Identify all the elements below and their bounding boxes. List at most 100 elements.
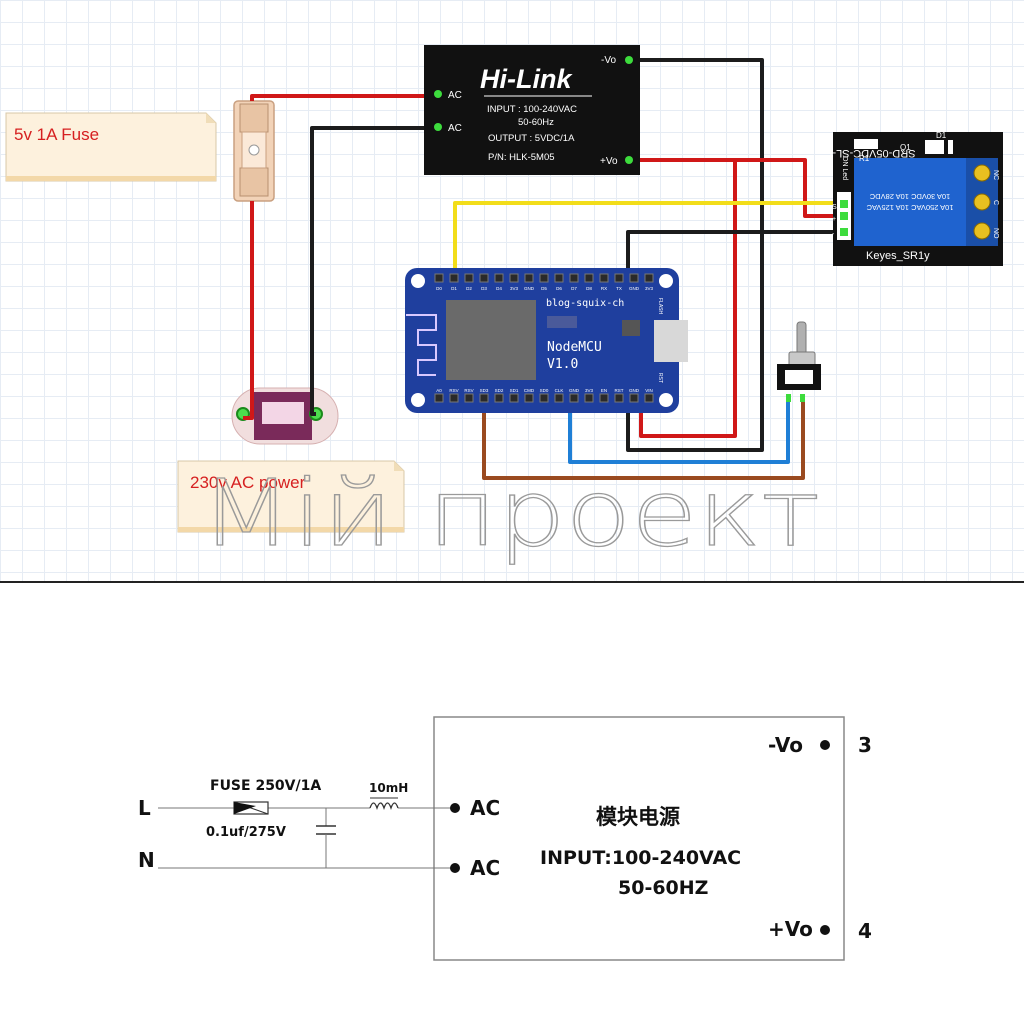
nodemcu-pin-label: RSV [464, 388, 473, 393]
relay-pin-plus: + [832, 216, 836, 223]
nodemcu-pin-a0[interactable] [434, 393, 444, 403]
wire-fuse-to-ac1[interactable] [250, 94, 438, 101]
nodemcu-pin-3v3[interactable] [584, 393, 594, 403]
module-box[interactable] [433, 716, 845, 961]
fuse-note-text: 5v 1A Fuse [14, 125, 99, 144]
nodemcu-flash: FLASH [657, 298, 663, 315]
module-freq: 50-60HZ [618, 877, 708, 899]
ac-power-note-text: 230v AC power [190, 473, 306, 492]
neg-label: -Vo [768, 733, 803, 757]
ac1-terminal[interactable] [450, 803, 460, 813]
nodemcu-pin-gnd[interactable] [524, 273, 534, 283]
capacitor-symbol [316, 808, 336, 868]
hilink-freq: 50-60Hz [518, 117, 554, 128]
nodemcu-pin-label: GND [629, 388, 640, 393]
nodemcu-rst: RST [657, 373, 663, 383]
hilink-pin-ac1-label: AC [448, 90, 462, 101]
ac-power-note[interactable]: 230v AC power [177, 460, 405, 533]
antenna-trace [406, 314, 437, 376]
nodemcu-pin-label: GND [629, 286, 640, 291]
relay-module[interactable]: R1 D1 Q1 SRD-05VDC-SL-C 10A 30VDC 10A 28… [824, 131, 1003, 266]
nodemcu-pin-label: D1 [451, 286, 457, 291]
nodemcu-pin-sd0[interactable] [539, 393, 549, 403]
wire-vplus-to-relay[interactable] [735, 158, 840, 218]
hilink-module[interactable]: Hi-Link INPUT : 100-240VAC 50-60Hz OUTPU… [424, 45, 640, 175]
module-title: 模块电源 [596, 805, 680, 829]
pos-terminal[interactable] [820, 925, 830, 935]
nodemcu-pin-tx[interactable] [614, 273, 624, 283]
fuse-holder[interactable] [233, 100, 275, 202]
hilink-pin-ac2[interactable] [434, 123, 442, 131]
hilink-logo: Hi-Link [480, 64, 573, 94]
nodemcu-pin-label: D2 [466, 286, 472, 291]
neutral-label: N [138, 848, 155, 872]
nodemcu-pin-d6[interactable] [554, 273, 564, 283]
nodemcu-pin-gnd[interactable] [629, 393, 639, 403]
nodemcu-pin-gnd[interactable] [629, 273, 639, 283]
relay-term-no: NO [992, 228, 999, 239]
nodemcu-pin-sd1[interactable] [509, 393, 519, 403]
neg-terminal[interactable] [820, 740, 830, 750]
nodemcu-pin-rst[interactable] [614, 393, 624, 403]
wire-switch-gnd[interactable] [568, 398, 790, 464]
line-label: L [138, 796, 151, 820]
nodemcu-pin-rsv[interactable] [464, 393, 474, 403]
nodemcu-pin-label: 3V3 [585, 388, 594, 393]
wire-ground-bus[interactable] [626, 58, 764, 452]
nodemcu-pin-label: VIN [645, 388, 653, 393]
nodemcu-pin-label: D7 [571, 286, 577, 291]
relay-spec2: 10A 30VDC 10A 28VDC [869, 192, 950, 201]
pin4-label: 4 [858, 919, 872, 943]
nodemcu-pin-cmd[interactable] [524, 393, 534, 403]
nodemcu-pin-d3[interactable] [479, 273, 489, 283]
wire-gnd-to-relay[interactable] [626, 230, 840, 278]
nodemcu-pin-d8[interactable] [584, 273, 594, 283]
nodemcu-pin-label: D6 [556, 286, 562, 291]
nodemcu-pin-label: D5 [541, 286, 547, 291]
ac2-terminal[interactable] [450, 863, 460, 873]
hilink-pin-ac1[interactable] [434, 90, 442, 98]
usb-port[interactable] [654, 320, 688, 362]
toggle-switch[interactable] [777, 321, 821, 402]
wire-switch-sd3[interactable] [482, 398, 805, 480]
nodemcu-pin-vin[interactable] [644, 393, 654, 403]
relay-q1: Q1 [900, 143, 911, 152]
nodemcu-pin-en[interactable] [599, 393, 609, 403]
wire-fuse-to-power[interactable] [243, 201, 254, 420]
nodemcu-pin-label: SD0 [540, 388, 549, 393]
nodemcu-pin-label: GND [569, 388, 580, 393]
nodemcu-pin-d7[interactable] [569, 273, 579, 283]
wire-signal-d1[interactable] [453, 201, 840, 278]
hilink-pin-pos[interactable] [625, 156, 633, 164]
nodemcu-pin-d5[interactable] [539, 273, 549, 283]
nodemcu-pin-d0[interactable] [434, 273, 444, 283]
nodemcu-pin-clk[interactable] [554, 393, 564, 403]
pos-label: +Vo [768, 917, 813, 941]
nodemcu-pin-d4[interactable] [494, 273, 504, 283]
relay-d1: D1 [936, 131, 947, 140]
relay-led-label: ON Led [841, 156, 848, 180]
hilink-pin-neg[interactable] [625, 56, 633, 64]
relay-pin-s: S [832, 204, 837, 211]
inductor-symbol [369, 797, 399, 810]
relay-label: Keyes_SR1y [866, 250, 930, 262]
wire-neutral-to-ac2[interactable] [310, 126, 438, 416]
nodemcu-pin-rsv[interactable] [449, 393, 459, 403]
fuse-note[interactable]: 5v 1A Fuse [5, 112, 217, 182]
nodemcu-pin-d1[interactable] [449, 273, 459, 283]
nodemcu-pin-3v3[interactable] [509, 273, 519, 283]
nodemcu-pin-rx[interactable] [599, 273, 609, 283]
nodemcu-pin-3v3[interactable] [644, 273, 654, 283]
wire-vplus-to-vin[interactable] [631, 158, 737, 438]
nodemcu-pin-label: D8 [586, 286, 592, 291]
relay-term-nc: NC [992, 170, 999, 180]
nodemcu-pin-sd2[interactable] [494, 393, 504, 403]
ac2-label: AC [470, 856, 500, 880]
nodemcu-pin-gnd[interactable] [569, 393, 579, 403]
nodemcu-pin-d2[interactable] [464, 273, 474, 283]
nodemcu-pin-sd3[interactable] [479, 393, 489, 403]
